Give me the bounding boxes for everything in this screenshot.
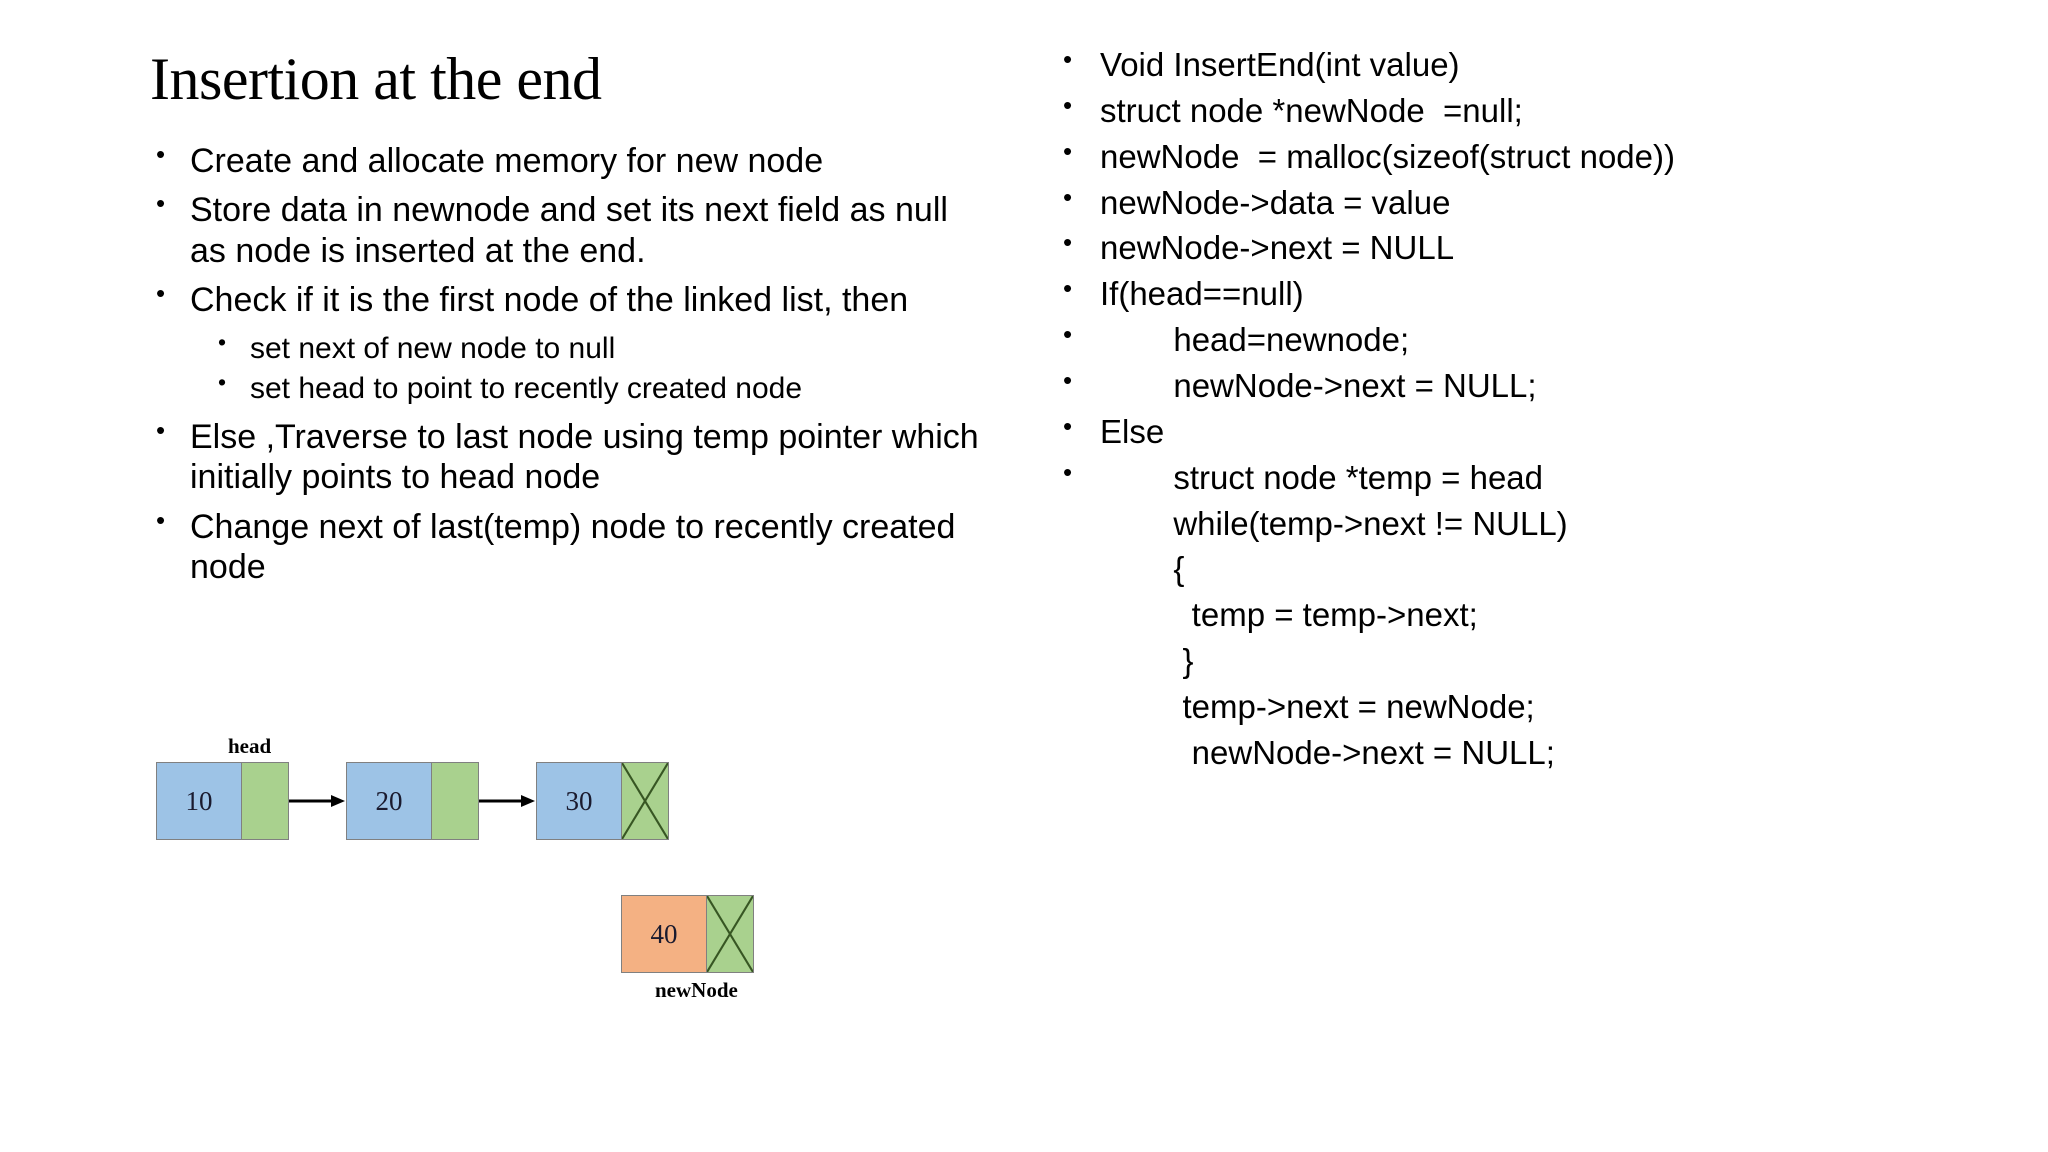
code-line: temp = temp->next;: [1100, 596, 1478, 634]
code-line: temp->next = newNode;: [1100, 688, 1535, 726]
bullet-item: Create and allocate memory for new node: [150, 139, 990, 181]
null-cross-icon: [707, 896, 753, 972]
head-pointer-label: head: [228, 734, 272, 758]
node-data-cell: 10: [157, 763, 241, 839]
cell-divider: [706, 896, 707, 972]
right-code-column: Void InsertEnd(int value) struct node *n…: [1055, 41, 1975, 776]
cell-divider: [241, 763, 242, 839]
new-node-data-cell: 40: [622, 896, 706, 972]
node-data-cell: 30: [537, 763, 621, 839]
code-line: while(temp->next != NULL): [1100, 504, 1568, 542]
node-next-cell: [242, 763, 288, 839]
list-node: 30: [536, 762, 669, 840]
code-line: {: [1100, 550, 1185, 588]
cell-divider: [431, 763, 432, 839]
sub-bullet-item: set next of new node to null: [150, 328, 990, 368]
new-node: 40: [621, 895, 754, 973]
page-title: Insertion at the end: [150, 46, 602, 112]
code-bullet-list: Void InsertEnd(int value) struct node *n…: [1055, 41, 1975, 776]
sub-bullet-list: set next of new node to null set head to…: [150, 328, 990, 409]
left-content-column: Insertion at the end Create and allocate…: [150, 48, 990, 596]
list-node: 10: [156, 762, 289, 840]
code-line: struct node *temp = head: [1055, 454, 1975, 501]
next-pointer-arrow: [479, 795, 535, 807]
code-line: head=newnode;: [1055, 316, 1975, 363]
linked-list-diagram: head 10 20 30: [150, 734, 1030, 1060]
code-line: newNode->next = NULL;: [1055, 362, 1975, 409]
code-line: Else: [1055, 408, 1975, 455]
code-line: If(head==null): [1055, 270, 1975, 317]
new-node-next-null-cell: [707, 896, 753, 972]
code-line: newNode->next = NULL: [1055, 224, 1975, 271]
null-cross-icon: [622, 763, 668, 839]
sub-bullet-item: set head to point to recently created no…: [150, 368, 990, 408]
bullet-item: Change next of last(temp) node to recent…: [150, 505, 990, 588]
left-bullet-list: Create and allocate memory for new node …: [150, 139, 990, 588]
node-next-null-cell: [622, 763, 668, 839]
code-line: newNode = malloc(sizeof(struct node)): [1055, 133, 1975, 180]
code-line: struct node *newNode =null;: [1055, 87, 1975, 134]
code-line: newNode->data = value: [1055, 179, 1975, 226]
newnode-pointer-label: newNode: [655, 978, 738, 1002]
node-data-cell: 20: [347, 763, 431, 839]
code-line: newNode->next = NULL;: [1100, 733, 1555, 771]
node-next-cell: [432, 763, 478, 839]
code-line: }: [1100, 642, 1194, 680]
next-pointer-arrow: [289, 795, 345, 807]
bullet-item: Check if it is the first node of the lin…: [150, 278, 990, 320]
cell-divider: [621, 763, 622, 839]
code-line: Void InsertEnd(int value): [1055, 41, 1975, 88]
bullet-item: Else ,Traverse to last node using temp p…: [150, 415, 990, 498]
list-node: 20: [346, 762, 479, 840]
bullet-item: Store data in newnode and set its next f…: [150, 188, 990, 271]
